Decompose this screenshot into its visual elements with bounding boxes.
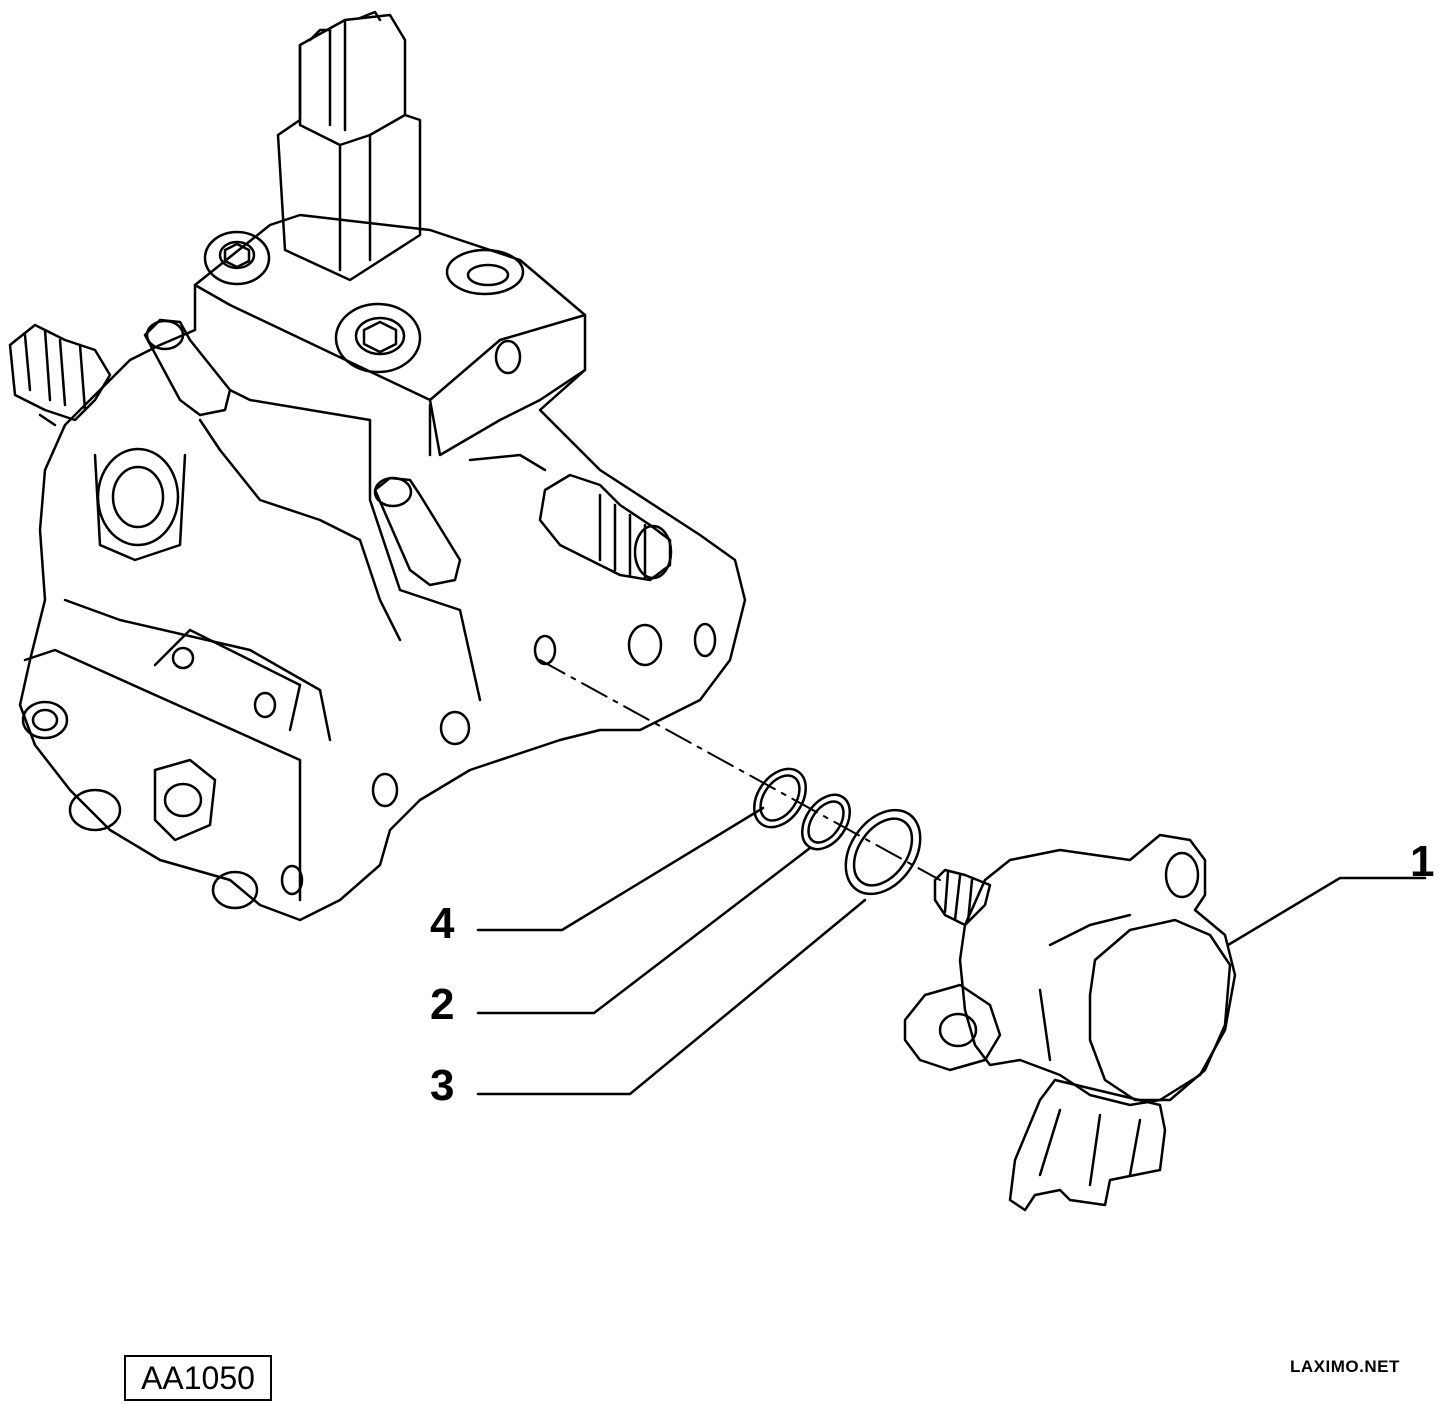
lower-block <box>21 628 304 910</box>
callout-4: 4 <box>430 899 455 948</box>
ring-3 <box>844 808 922 896</box>
centre-axis <box>539 659 941 881</box>
watermark-text: LAXIMO.NET <box>1290 1357 1400 1376</box>
studs <box>143 318 462 587</box>
top-bolts <box>203 230 525 375</box>
diagram-code-box: AA1050 <box>124 1355 272 1401</box>
pump-assembly <box>8 10 747 922</box>
leader-4 <box>476 806 765 932</box>
leader-1 <box>1226 876 1427 947</box>
top-connector <box>276 10 422 282</box>
callout-3: 3 <box>430 1061 455 1110</box>
callout-2: 2 <box>430 980 455 1029</box>
top-flange <box>193 283 587 457</box>
seal-rings <box>753 767 922 896</box>
pressure-regulator <box>903 833 1237 1212</box>
leader-lines <box>476 806 1427 1096</box>
outlet-fitting <box>538 473 673 582</box>
leader-2 <box>476 846 812 1015</box>
ring-2 <box>800 793 852 851</box>
inlet-nipple <box>8 323 112 427</box>
pump-housing <box>18 213 747 922</box>
callout-1: 1 <box>1410 837 1435 886</box>
ring-4 <box>753 767 807 829</box>
right-hole <box>627 623 663 667</box>
front-bore <box>93 447 187 562</box>
leader-3 <box>476 898 867 1096</box>
